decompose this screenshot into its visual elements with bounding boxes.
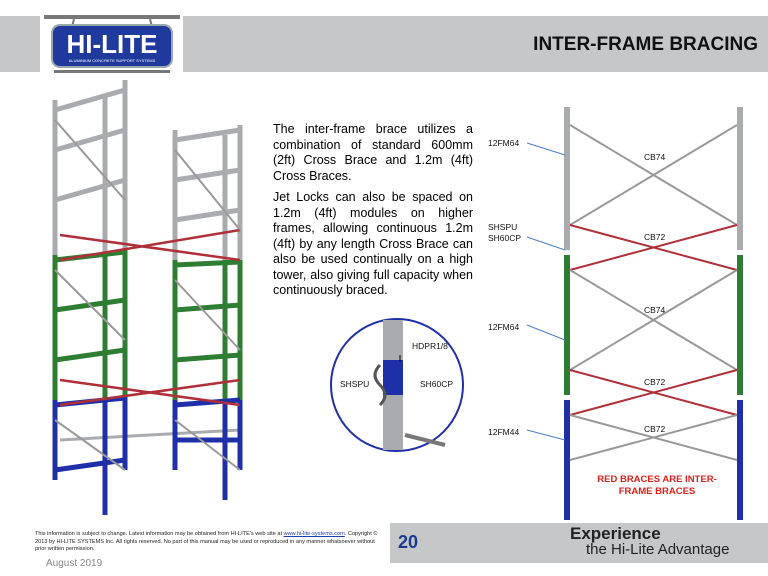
label-sh60cp: SH60CP bbox=[488, 233, 522, 243]
brace-label-cb74-top: CB74 bbox=[644, 152, 666, 162]
page-title: INTER-FRAME BRACING bbox=[533, 34, 758, 55]
brace-label-cb74-mid: CB74 bbox=[644, 305, 666, 315]
tagline-advantage: the Hi-Lite Advantage bbox=[586, 541, 730, 558]
red-braces-note: RED BRACES ARE INTER-FRAME BRACES bbox=[597, 474, 717, 497]
label-12fm64-mid: 12FM64 bbox=[488, 322, 520, 332]
header-band bbox=[183, 16, 768, 72]
website-link[interactable]: www.hi-lite-systems.com bbox=[283, 531, 345, 537]
paragraph-2: Jet Locks can also be spaced on 1.2m (4f… bbox=[273, 190, 473, 297]
detail-hdpr-label: HDPR1/8 bbox=[412, 341, 448, 351]
hi-lite-logo: HI-LITE ALUMINIUM CONCRETE SUPPORT SYSTE… bbox=[44, 15, 180, 73]
disclaimer-post: . Copyright © 2013 by HI-LITE SYSTEMS In… bbox=[35, 531, 378, 552]
brace-label-cb72-mid: CB72 bbox=[644, 377, 666, 387]
label-12fm44: 12FM44 bbox=[488, 427, 520, 437]
header-band-left bbox=[0, 16, 40, 72]
footer-band bbox=[390, 523, 768, 563]
disclaimer: This information is subject to change. L… bbox=[35, 531, 380, 554]
svg-text:HI-LITE: HI-LITE bbox=[67, 29, 158, 59]
body-text: The inter-frame brace utilizes a combina… bbox=[273, 122, 473, 305]
brace-label-cb72-top: CB72 bbox=[644, 232, 666, 242]
paragraph-1: The inter-frame brace utilizes a combina… bbox=[273, 122, 473, 183]
label-shspu: SHSPU bbox=[488, 222, 518, 232]
detail-shspu-label: SHSPU bbox=[340, 379, 370, 389]
tagline-experience: Experience bbox=[570, 524, 661, 543]
brace-label-cb72-bottom: CB72 bbox=[644, 424, 666, 434]
svg-text:ALUMINIUM CONCRETE SUPPORT SYS: ALUMINIUM CONCRETE SUPPORT SYSTEMS bbox=[69, 58, 156, 63]
page-number: 20 bbox=[398, 532, 419, 552]
date: August 2019 bbox=[46, 558, 103, 569]
label-12fm64-top: 12FM64 bbox=[488, 138, 520, 148]
detail-sh60cp-label: SH60CP bbox=[420, 379, 454, 389]
disclaimer-pre: This information is subject to change. L… bbox=[35, 531, 284, 537]
